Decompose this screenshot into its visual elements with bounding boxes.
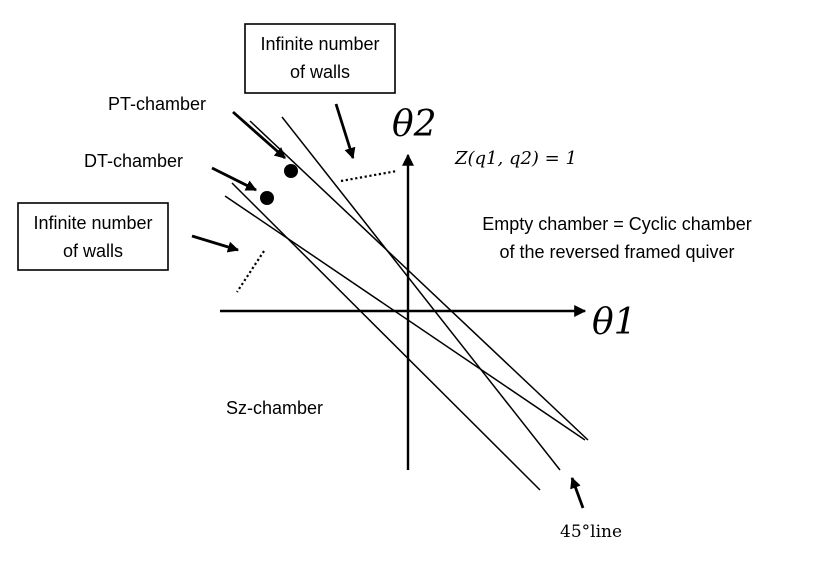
line45-label: 45°line xyxy=(560,522,622,542)
top-box-arrow xyxy=(334,103,356,160)
empty-chamber-line2: of the reversed framed quiver xyxy=(499,242,734,262)
empty-chamber-line1: Empty chamber = Cyclic chamber xyxy=(482,214,752,234)
left-dotted-walls xyxy=(236,250,265,293)
dt-chamber-label: DT-chamber xyxy=(84,151,183,171)
line45-arrow xyxy=(570,476,585,509)
wall-line-1 xyxy=(249,120,589,441)
pt-chamber-dot xyxy=(284,164,298,178)
pt-chamber-label: PT-chamber xyxy=(108,94,206,114)
sz-chamber-label: Sz-chamber xyxy=(226,398,323,418)
theta1-label: θ1 xyxy=(592,302,637,343)
top-box-line2: of walls xyxy=(290,62,350,82)
wall-line-4 xyxy=(224,195,586,441)
z-equation: Z(q1, q2) = 1 xyxy=(454,148,577,169)
left-walls-box xyxy=(17,202,169,271)
dt-arrow xyxy=(211,166,258,192)
left-box-line1: Infinite number xyxy=(33,213,152,233)
theta2-label: θ2 xyxy=(392,104,437,145)
top-box-line1: Infinite number xyxy=(260,34,379,54)
top-walls-box xyxy=(244,23,396,94)
top-dotted-walls xyxy=(340,169,398,183)
pt-arrow xyxy=(232,110,286,160)
wall-line-2 xyxy=(281,116,561,471)
wall-line-45-degree xyxy=(231,182,541,491)
left-box-line2: of walls xyxy=(63,241,123,261)
dt-chamber-dot xyxy=(260,191,274,205)
left-box-arrow xyxy=(191,234,240,253)
